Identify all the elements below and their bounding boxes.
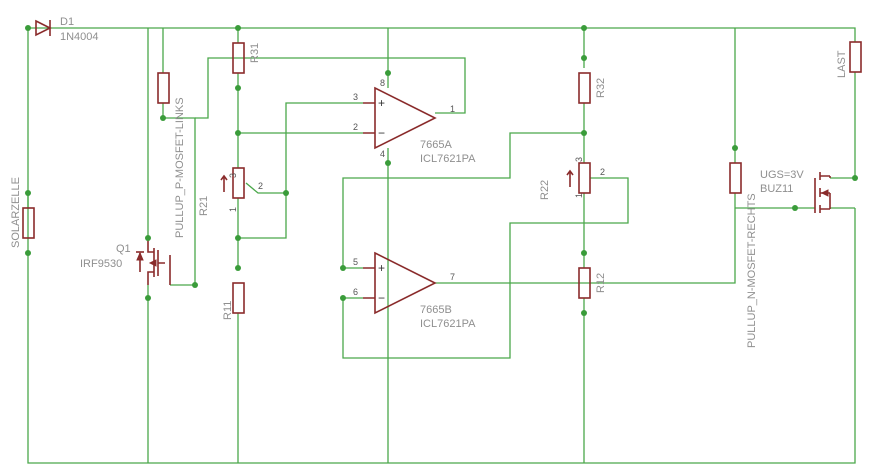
mosfet-buz11 — [814, 172, 831, 213]
pin-r21-wiper: 2 — [258, 181, 263, 191]
resistor-r32 — [578, 72, 591, 104]
ic-a-value-label: ICL7621PA — [420, 153, 476, 165]
junctions — [25, 25, 858, 316]
ugs-label: UGS=3V — [760, 169, 804, 181]
potentiometer-r22 — [566, 162, 591, 194]
pullup-n-resistor — [729, 162, 742, 194]
r12-label: R12 — [595, 273, 607, 293]
potentiometer-r21 — [220, 167, 245, 199]
r21-bottom-loop-wire — [238, 193, 287, 239]
ic-b-name-label: 7665B — [420, 304, 452, 316]
d1-name-label: D1 — [60, 16, 74, 28]
pullup-n-label: PULLUP_N-MOSFET-RECHTS — [746, 193, 758, 348]
pin-a-in-minus: 2 — [353, 122, 358, 132]
pin-a-out: 1 — [450, 104, 455, 114]
q1-value-label: IRF9530 — [80, 258, 122, 270]
pin-b-out: 7 — [450, 272, 455, 282]
opamp-b-out-wire — [435, 193, 736, 284]
buz11-label: BUZ11 — [760, 183, 793, 195]
pin-r21-top: 3 — [228, 173, 238, 178]
resistor-r11 — [232, 282, 245, 314]
opamp-a — [363, 86, 437, 150]
load-resistor — [849, 41, 862, 73]
pin-a-vminus: 4 — [380, 149, 385, 159]
solarzelle-label: SOLARZELLE — [10, 177, 22, 248]
q1-name-label: Q1 — [116, 243, 131, 255]
diode-d1 — [35, 19, 52, 37]
opamp-a-plus-sign: + — [378, 96, 385, 110]
d1-value-label: 1N4004 — [60, 31, 99, 43]
resistor-r31 — [232, 42, 245, 74]
pin-a-in-plus: 3 — [353, 92, 358, 102]
r32-label: R32 — [595, 78, 607, 98]
opamp-a-out-feedback-wire — [195, 57, 466, 119]
pullup-p-label: PULLUP_P-MOSFET-LINKS — [174, 97, 186, 238]
r11-label: R11 — [222, 301, 234, 320]
pullup-p-resistor — [157, 72, 170, 104]
load-wire — [830, 72, 856, 179]
opamp-b — [363, 251, 437, 315]
r31-label: R31 — [249, 43, 261, 63]
pin-a-vplus: 8 — [380, 78, 385, 88]
opamp-b-plus-wire — [342, 132, 584, 269]
solar-cell — [22, 207, 35, 239]
r21-label: R21 — [198, 196, 210, 216]
pin-b-in-minus: 6 — [353, 287, 358, 297]
pin-r22-bottom: 1 — [574, 193, 584, 198]
wires — [27, 27, 856, 464]
resistor-r12 — [578, 267, 591, 299]
r22-label: R22 — [539, 180, 551, 200]
ic-b-value-label: ICL7621PA — [420, 318, 476, 330]
top-rail-wire — [28, 27, 856, 42]
opamp-b-minus-sign: − — [378, 291, 385, 305]
bottom-rail-wire — [27, 193, 856, 464]
opamp-b-minus-wire — [342, 177, 629, 359]
mosfet-q1 — [136, 238, 171, 285]
pin-r22-top: 3 — [574, 157, 584, 162]
opamp-b-plus-sign: + — [378, 261, 385, 275]
last-label: LAST — [836, 50, 848, 78]
ic-a-name-label: 7665A — [420, 139, 452, 151]
pin-b-in-plus: 5 — [353, 257, 358, 267]
pin-r21-bottom: 1 — [228, 207, 238, 212]
pin-r22-wiper: 2 — [600, 167, 605, 177]
opamp-a-minus-sign: − — [378, 126, 385, 140]
r21-wiper-wire — [245, 102, 363, 194]
